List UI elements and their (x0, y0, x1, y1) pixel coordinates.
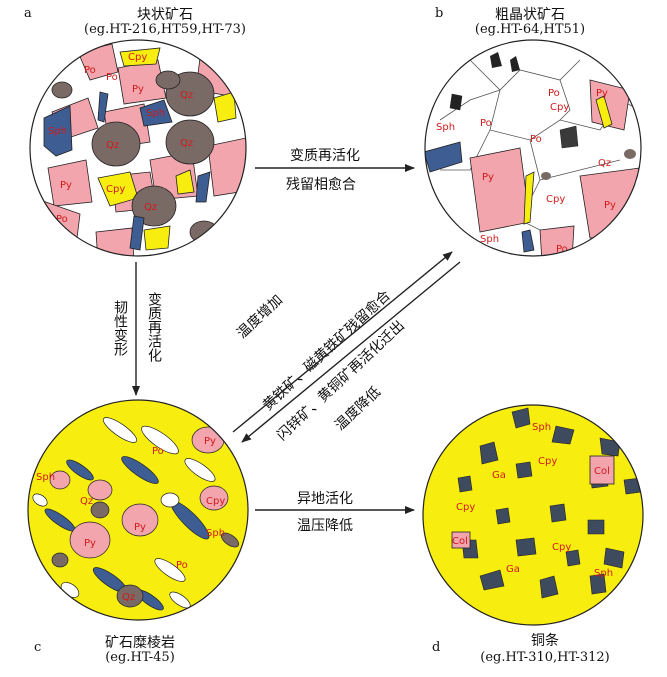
panel-a-label-sph-2: Sph (146, 108, 165, 119)
panel-d-title: 铜条 (531, 633, 559, 649)
panel-b-label-sph-2: Sph (480, 234, 499, 245)
panel-b-label-py-2: Py (482, 172, 494, 183)
panel-c-label-cpy: Cpy (206, 496, 225, 507)
panel-c-label-po: Po (152, 446, 164, 457)
arrow-ac-label-1: 变质再活化 (146, 292, 162, 362)
panel-a-label-sph: Sph (48, 126, 67, 137)
panel-a-label-po-2: Po (106, 72, 118, 83)
arrow-ab-label-2: 残留相愈合 (286, 177, 356, 193)
panel-c-example: (eg.HT-45) (105, 650, 175, 665)
panel-d-label-sph-2: Sph (594, 568, 613, 579)
panel-c-label-sph-2: Sph (206, 528, 225, 539)
panel-b-label-po-3: Po (530, 134, 542, 145)
panel-a-label-cpy-2: Cpy (106, 184, 125, 195)
panel-d-example: (eg.HT-310,HT-312) (480, 650, 610, 665)
panel-b-label-cpy: Cpy (550, 102, 569, 113)
arrow-cd-label-2: 温压降低 (297, 518, 353, 534)
panel-b-label-po-2: Po (480, 118, 492, 129)
panel-b-title: 粗晶状矿石 (495, 7, 565, 23)
panel-c-label-po-2: Po (176, 560, 188, 571)
arrow-c-to-b (232, 251, 453, 433)
panel-b-letter: b (435, 6, 444, 21)
panel-a-letter: a (24, 6, 32, 21)
panel-d-letter: d (432, 640, 441, 655)
panel-b-label-py-3: Py (604, 200, 616, 211)
panel-d-label-cpy: Cpy (538, 456, 557, 467)
arrow-b-to-c (241, 261, 461, 443)
panel-c-label-py-3: Py (84, 538, 96, 549)
panel-b-label-cpy-2: Cpy (546, 194, 565, 205)
panel-c-label-sph: Sph (36, 472, 55, 483)
panel-d-label-ga: Ga (492, 470, 506, 481)
panel-d-label-col: Col (594, 466, 610, 477)
panel-b-example: (eg.HT-64,HT51) (474, 22, 586, 37)
panel-d-label-sph: Sph (532, 422, 551, 433)
panel-d-circle: Sph Ga Cpy Col Cpy Col Cpy Ga Sph (423, 405, 643, 625)
panel-a-label-po-3: Po (56, 214, 68, 225)
arrow-cd-label-1: 异地活化 (297, 491, 353, 507)
panel-a-title: 块状矿石 (137, 7, 193, 23)
arrow-ab-label-1: 变质再活化 (290, 148, 360, 164)
panel-a-label-qz-2: Qz (106, 140, 119, 151)
panel-c-label-py-2: Py (134, 522, 146, 533)
panel-a-label-qz: Qz (180, 90, 193, 101)
panel-a-label-qz-4: Qz (144, 202, 157, 213)
panel-b-label-po-4: Po (556, 244, 568, 255)
panel-d-label-cpy-3: Cpy (552, 542, 571, 553)
panel-d-label-cpy-2: Cpy (456, 502, 475, 513)
panel-c-letter: c (34, 640, 42, 655)
panel-c-label-py: Py (204, 436, 216, 447)
panel-a-circle: Cpy Po Py Po Qz Sph Qz Qz Sph Py Cpy Qz … (30, 40, 246, 256)
panel-a-label-qz-3: Qz (180, 138, 193, 149)
panel-c-circle: Py Po Sph Qz Py Cpy Py Sph Po Qz (28, 400, 248, 620)
panel-a-label-po: Po (84, 65, 96, 76)
panel-d-label-col-2: Col (452, 536, 468, 547)
panel-b-label-qz: Qz (598, 158, 611, 169)
panel-a-label-py: Py (132, 84, 144, 95)
panel-b-label-po: Po (548, 88, 560, 99)
panel-c-label-qz: Qz (80, 496, 93, 507)
panel-c-title: 矿石糜棱岩 (105, 635, 175, 651)
panel-c-label-qz-2: Qz (122, 592, 135, 603)
panel-a-label-cpy: Cpy (128, 52, 147, 63)
panel-a-example: (eg.HT-216,HT59,HT-73) (84, 22, 246, 37)
panel-b-circle: Po Py Cpy Sph Po Po Qz Py Cpy Sph Po Py (425, 40, 641, 256)
panel-b-label-py: Py (596, 88, 608, 99)
panel-a-label-py-2: Py (60, 180, 72, 191)
arrow-ac-label-2: 韧性变形 (112, 300, 128, 356)
panel-d-label-ga-2: Ga (506, 564, 520, 575)
panel-b-label-sph: Sph (436, 122, 455, 133)
